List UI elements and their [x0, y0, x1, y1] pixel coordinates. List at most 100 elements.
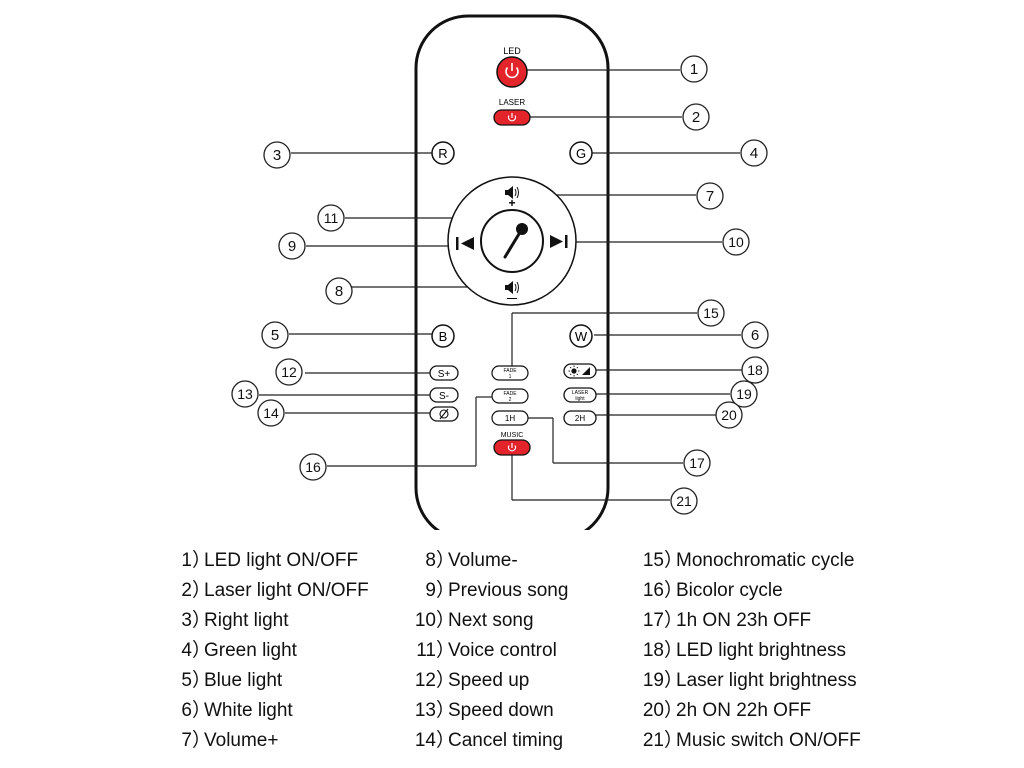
legend-separator: ） [436, 610, 456, 631]
cancel-timing-button[interactable] [429, 406, 459, 422]
laser-brightness-button[interactable]: LASER light [563, 387, 597, 403]
next-song-button[interactable] [550, 235, 568, 248]
voice-control-button[interactable] [480, 209, 544, 273]
callout-circle [697, 299, 725, 327]
one-hour-timer-button[interactable]: 1H [491, 410, 529, 426]
callout-number: 17 [689, 455, 705, 471]
volume-down-button[interactable]: — [505, 281, 519, 304]
legend-number: 6 [181, 700, 192, 721]
legend-number: 18 [642, 640, 664, 661]
legend-separator: ） [664, 670, 684, 691]
legend-number: 3 [181, 610, 192, 631]
callout-circle [325, 277, 353, 305]
callout-number: 2 [692, 109, 700, 126]
fade1-number: 1 [509, 374, 512, 380]
speed-down-label: S- [439, 391, 449, 402]
callout-circle [317, 204, 345, 232]
callout-number: 3 [273, 147, 281, 164]
callout-circle [263, 141, 291, 169]
legend-item: 18）LED light brightness [626, 636, 861, 666]
callout-number: 13 [237, 386, 253, 402]
legend-item: 13）Speed down [396, 696, 568, 726]
music-switch-button[interactable] [493, 439, 531, 456]
legend-number: 21 [642, 730, 664, 751]
led-brightness-button[interactable] [563, 363, 597, 379]
volume-up-button[interactable]: + [505, 186, 519, 210]
led-power-button[interactable] [496, 56, 528, 88]
white-light-button[interactable]: W [569, 324, 593, 348]
legend-text: Volume+ [204, 730, 279, 751]
legend-number: 5 [181, 670, 192, 691]
callout-number: 8 [335, 283, 343, 300]
power-icon [507, 443, 517, 452]
legend-separator: ） [192, 700, 212, 721]
legend-column-2: 8）Volume- 9）Previous song 10）Next song 1… [396, 546, 569, 756]
speed-up-label: S+ [438, 369, 451, 380]
callout-circle [715, 401, 743, 429]
callout-number: 1 [690, 61, 698, 78]
speed-down-button[interactable]: S- [429, 387, 459, 403]
legend-text: Voice control [448, 640, 557, 661]
red-light-button[interactable]: R [431, 141, 455, 165]
legend-text: Next song [448, 610, 534, 631]
callout-number: 21 [676, 493, 692, 509]
blue-light-button[interactable]: B [431, 324, 455, 348]
callout-circle [741, 321, 769, 349]
laser-light-sublabel: light [575, 396, 585, 402]
two-hour-timer-button[interactable]: 2H [563, 410, 597, 426]
callout-number: 18 [747, 362, 763, 378]
speaker-icon [505, 281, 519, 294]
legend-number: 20 [642, 700, 664, 721]
legend-number: 2 [181, 580, 192, 601]
callout-number: 9 [288, 238, 296, 255]
legend-text: Laser light ON/OFF [204, 580, 369, 601]
music-label: MUSIC [501, 432, 524, 439]
red-letter: R [438, 146, 447, 161]
legend-number: 14 [414, 730, 436, 751]
callout-circle [278, 232, 306, 260]
legend-item: 2）Laser light ON/OFF [158, 576, 369, 606]
callout-number: 10 [728, 234, 744, 250]
legend-number: 10 [414, 610, 436, 631]
legend-separator: ） [664, 610, 684, 631]
fade1-button[interactable]: FADE 1 [491, 365, 529, 381]
legend-number: 17 [642, 610, 664, 631]
legend-number: 16 [642, 580, 664, 601]
blue-letter: B [439, 329, 448, 344]
callout-circle [680, 55, 708, 83]
legend-separator: ） [192, 610, 212, 631]
legend-text: Right light [204, 610, 289, 631]
legend-text: LED light brightness [676, 640, 847, 661]
legend-text: Music switch ON/OFF [676, 730, 861, 751]
previous-song-button[interactable] [456, 237, 474, 250]
laser-label: LASER [499, 98, 525, 107]
one-hour-label: 1H [505, 414, 515, 423]
microphone-icon [503, 223, 528, 259]
callout-number: 11 [324, 210, 339, 226]
legend-number: 13 [414, 700, 436, 721]
legend-item: 17）1h ON 23h OFF [626, 606, 861, 636]
callout-circle [741, 356, 769, 384]
legend-item: 11）Voice control [396, 636, 568, 666]
legend-separator: ） [664, 640, 684, 661]
legend-text: LED light ON/OFF [204, 550, 359, 571]
speed-up-button[interactable]: S+ [429, 365, 459, 381]
legend-separator: ） [192, 670, 212, 691]
callout-circle [683, 449, 711, 477]
legend-item: 20）2h ON 22h OFF [626, 696, 861, 726]
callout-number: 14 [263, 405, 279, 421]
legend-text: Monochromatic cycle [676, 550, 855, 571]
laser-power-button[interactable] [493, 109, 531, 126]
fade2-label: FADE [503, 391, 517, 397]
green-light-button[interactable]: G [569, 141, 593, 165]
callout-circle [231, 380, 259, 408]
legend-text: Blue light [204, 670, 283, 691]
legend-number: 7 [181, 730, 192, 751]
legend-separator: ） [664, 580, 684, 601]
legend-separator: ） [436, 700, 456, 721]
callout-number: 6 [751, 327, 759, 344]
legend-item: 16）Bicolor cycle [626, 576, 861, 606]
fade2-button[interactable]: FADE 2 [491, 388, 529, 404]
previous-track-icon [456, 237, 474, 250]
legend-text: Laser light brightness [676, 670, 857, 691]
